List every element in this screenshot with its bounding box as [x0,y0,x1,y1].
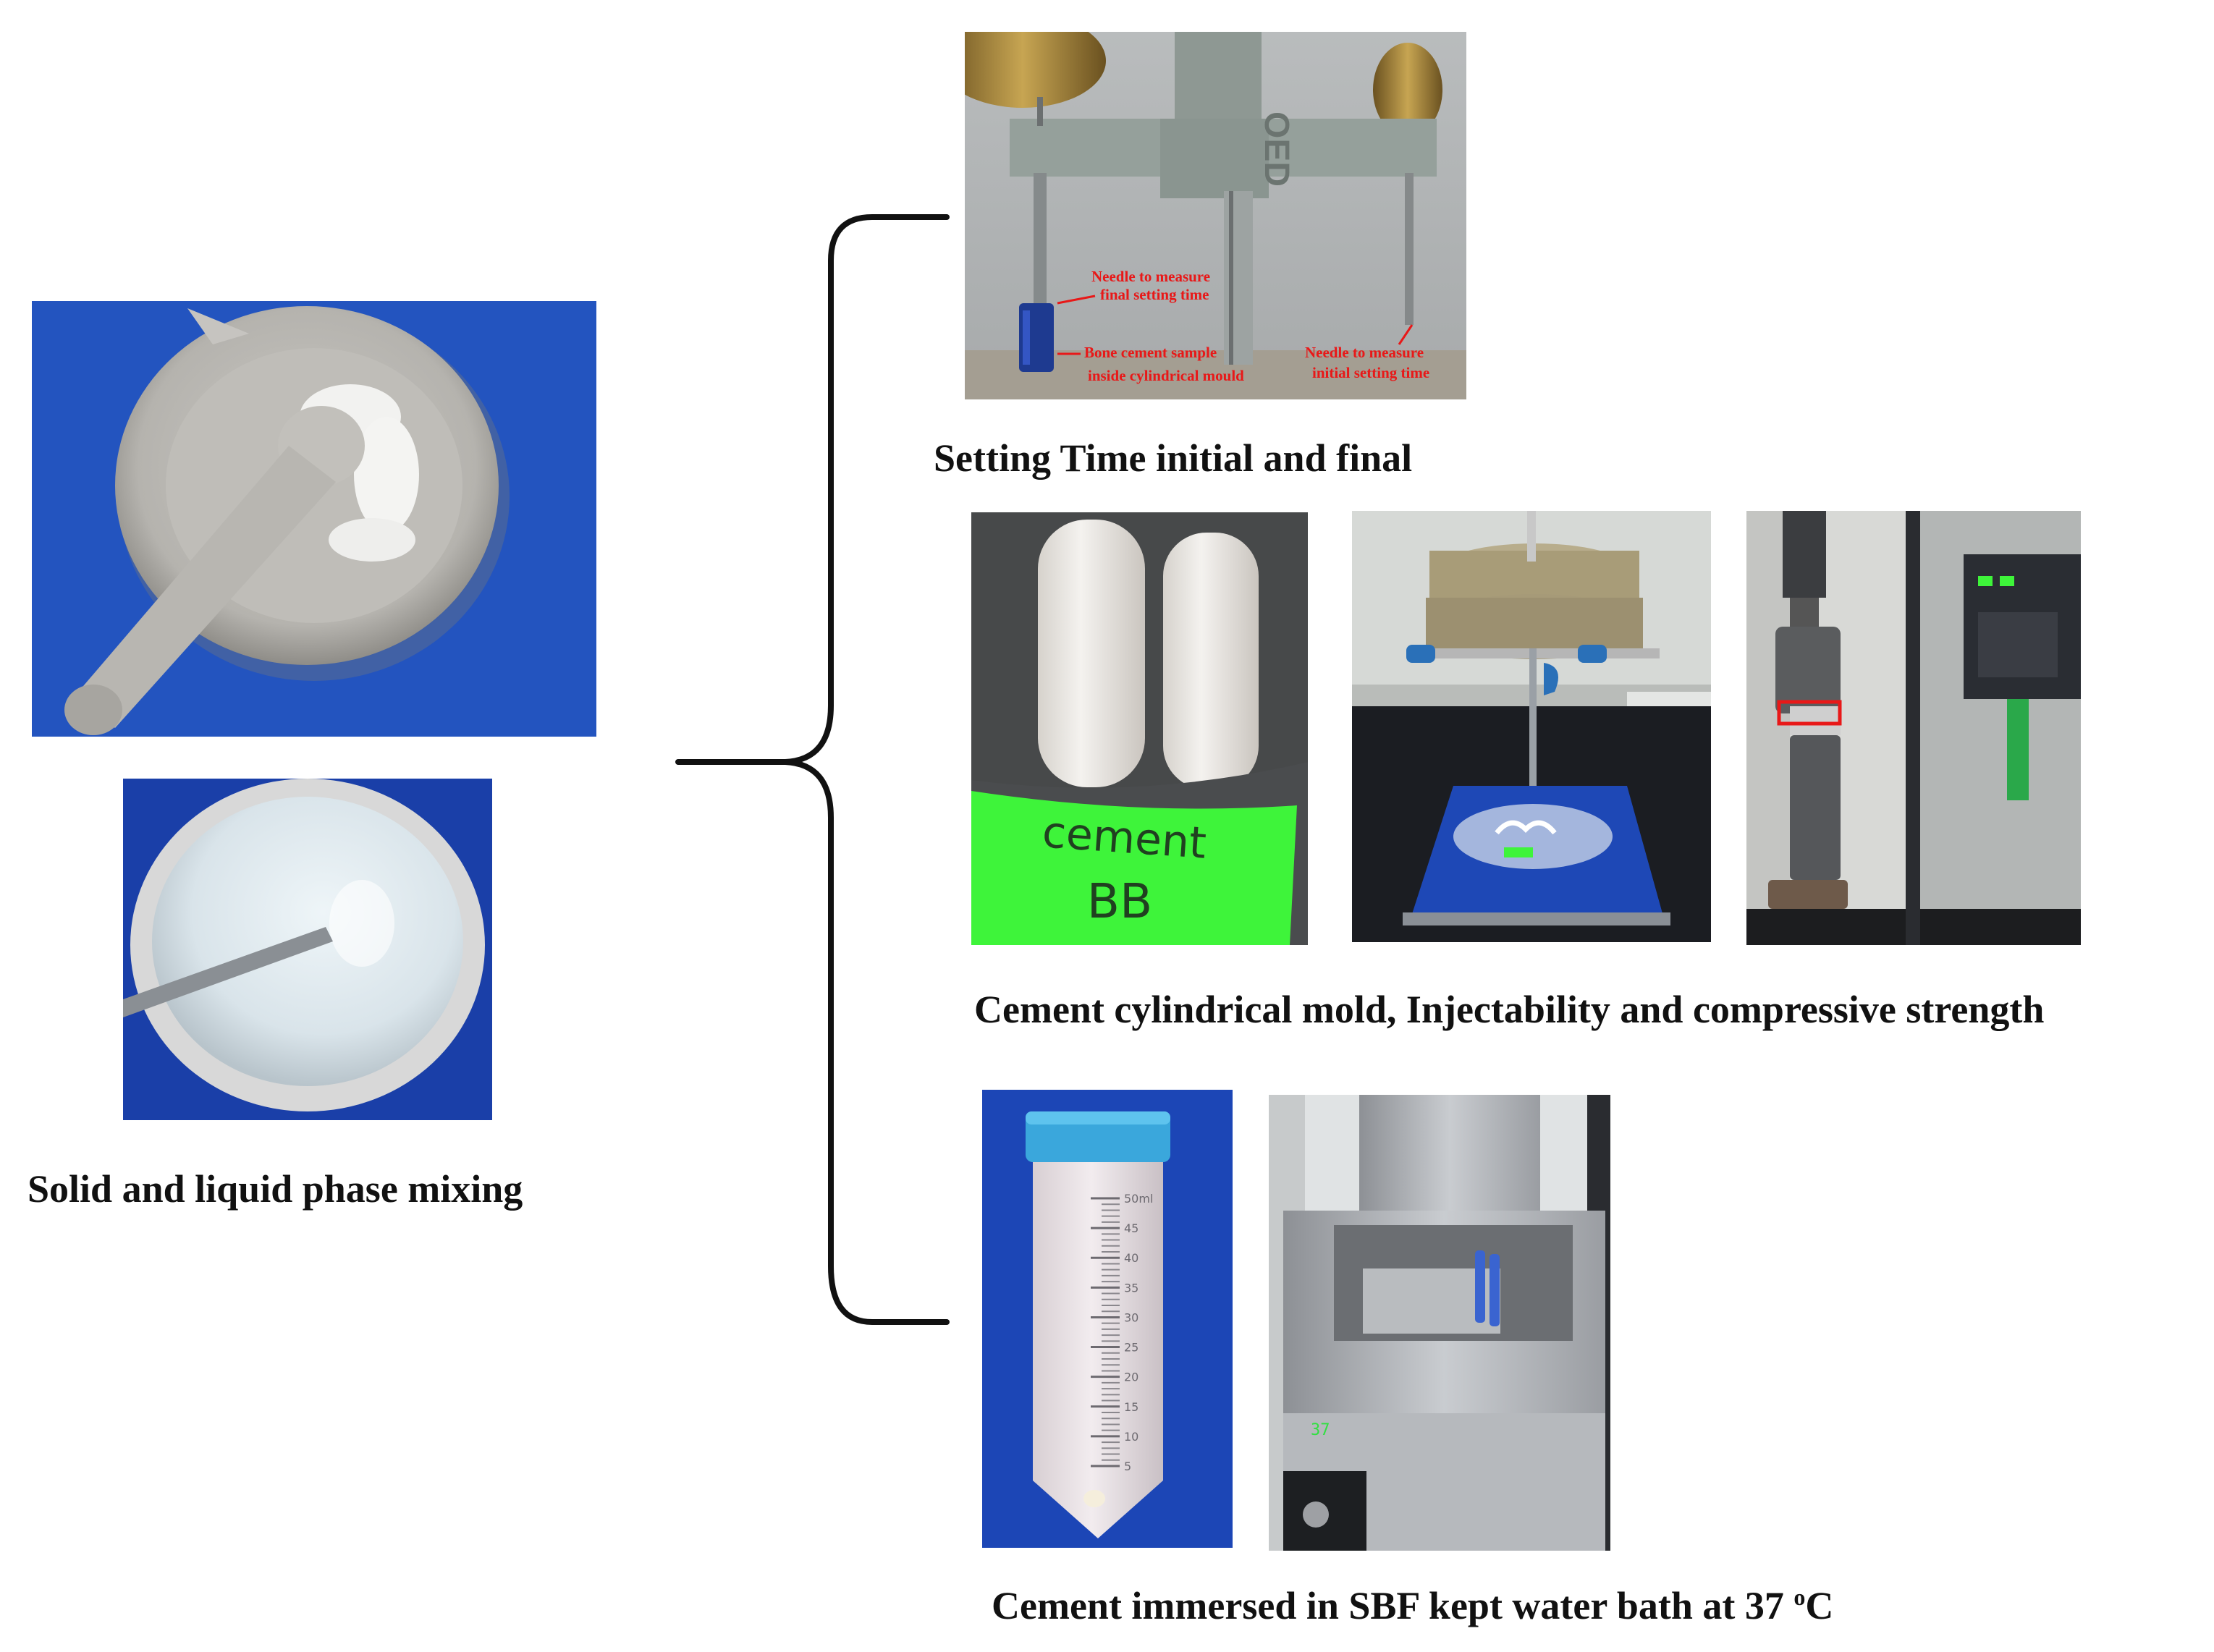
setting-time-caption: Setting Time initial and final [934,436,1413,480]
tube-graduation-marks: 50ml 45 40 35 30 25 20 15 10 5 [1091,1192,1153,1473]
mixing-caption: Solid and liquid phase mixing [28,1167,523,1211]
tube-tick-label: 50ml [1124,1192,1153,1206]
tube-tick-label: 15 [1124,1400,1138,1414]
tube-tick-label: 10 [1124,1430,1138,1444]
initial-needle-annotation-1: Needle to measure [1305,344,1424,361]
final-needle-annotation-1: Needle to measure [1091,268,1210,285]
initial-needle-annotation-2: initial setting time [1312,364,1429,381]
tube-tick-label: 25 [1124,1341,1138,1355]
tube-tick-label: 40 [1124,1251,1138,1265]
final-needle-annotation-2: final setting time [1100,286,1209,303]
immersion-caption-text: Cement immersed in SBF kept water bath a… [992,1584,1794,1627]
label-text-cement: cement [1041,807,1208,869]
sample-annotation-2: inside cylindrical mould [1088,367,1244,384]
label-text-bb: BB [1087,873,1153,929]
mechanical-caption: Cement cylindrical mold, Injectability a… [974,988,2045,1031]
compressive-strength-machine-photo [1746,511,2081,945]
immersion-caption-unit: C [1805,1584,1834,1627]
immersion-caption: Cement immersed in SBF kept water bath a… [992,1583,1833,1628]
sample-annotation-1: Bone cement sample [1084,344,1217,361]
tube-tick-label: 20 [1124,1371,1138,1384]
bath-temperature-display: 37 [1311,1421,1330,1439]
cement-cylinders-photo: cement BB [971,512,1308,945]
tube-tick-label: 45 [1124,1221,1138,1235]
tube-tick-label: 35 [1124,1281,1138,1295]
injectability-setup-photo [1352,511,1711,942]
tube-tick-label: 30 [1124,1310,1138,1324]
mortar-pestle-photo [32,301,596,737]
water-bath-photo: 37 [1269,1095,1610,1551]
falcon-tube-photo: 50ml 45 40 35 30 25 20 15 10 5 [982,1090,1233,1548]
vicat-plate-text: OED [1257,111,1296,187]
tube-tick-label: 5 [1124,1460,1131,1473]
degree-superscript: o [1793,1584,1806,1610]
liquid-paste-bowl-photo [123,779,492,1120]
vicat-apparatus-photo: OED Needle to measure final setting time… [965,32,1466,399]
